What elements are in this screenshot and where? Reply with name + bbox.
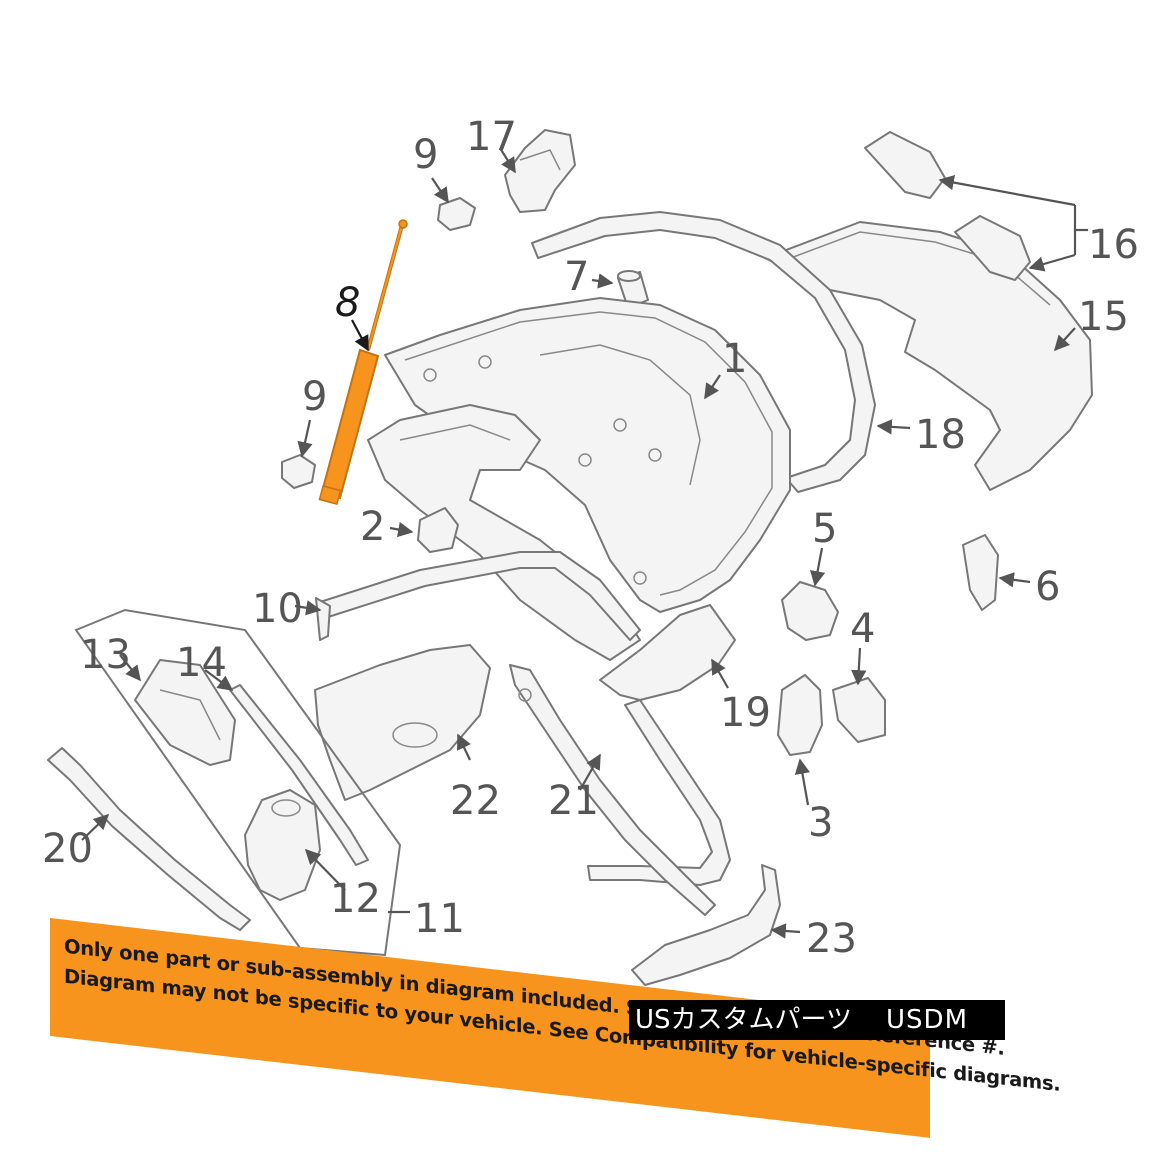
part-6-bracket	[962, 534, 999, 611]
part-23-lower-trim	[631, 864, 781, 986]
callout-19: 19	[720, 690, 771, 736]
callout-23: 23	[806, 916, 857, 962]
callout-1: 1	[722, 336, 747, 382]
callout-9-upper: 9	[413, 132, 438, 178]
seller-watermark: USカスタムパーツ USDM	[629, 1000, 1005, 1040]
callout-7: 7	[564, 254, 589, 300]
part-5-motor	[781, 581, 839, 641]
callout-13: 13	[80, 632, 131, 678]
part-12-actuator	[244, 789, 321, 901]
part-9-clip-upper	[437, 197, 476, 231]
callout-8: 8	[335, 280, 360, 326]
part-14-cable	[229, 684, 369, 866]
callout-2: 2	[360, 504, 385, 550]
part-8-lift-support-strut	[318, 219, 408, 506]
part-20-seal	[47, 747, 251, 931]
part-22-liner	[314, 644, 491, 801]
watermark-brand: USカスタムパーツ	[635, 1005, 853, 1035]
callout-3: 3	[808, 800, 833, 846]
callout-10: 10	[252, 586, 303, 632]
part-16-trim-pieces	[864, 131, 1031, 281]
callout-22: 22	[450, 778, 501, 824]
part-4-cover	[832, 677, 886, 743]
part-3-latch	[777, 674, 823, 756]
callout-18: 18	[915, 412, 966, 458]
callout-16: 16	[1088, 222, 1139, 268]
part-9-clip-lower	[281, 454, 316, 489]
part-21-trim-strip	[509, 664, 716, 916]
callout-6: 6	[1035, 564, 1060, 610]
callout-15: 15	[1078, 294, 1129, 340]
callout-9-lower: 9	[302, 374, 327, 420]
part-17-bracket	[504, 129, 576, 213]
callout-5: 5	[812, 506, 837, 552]
callout-12: 12	[330, 876, 381, 922]
callout-17: 17	[466, 114, 517, 160]
watermark-tail: USDM	[886, 1005, 969, 1035]
part-13-lock-plate	[134, 659, 236, 766]
callout-21: 21	[548, 778, 599, 824]
part-2-bumper	[417, 507, 459, 553]
callout-14: 14	[176, 640, 227, 686]
leader-lines	[81, 147, 1088, 939]
callout-11: 11	[414, 896, 465, 942]
callout-4: 4	[850, 606, 875, 652]
part-7-bushing	[617, 270, 649, 309]
part-19-frame	[587, 604, 736, 886]
callout-20: 20	[42, 826, 93, 872]
